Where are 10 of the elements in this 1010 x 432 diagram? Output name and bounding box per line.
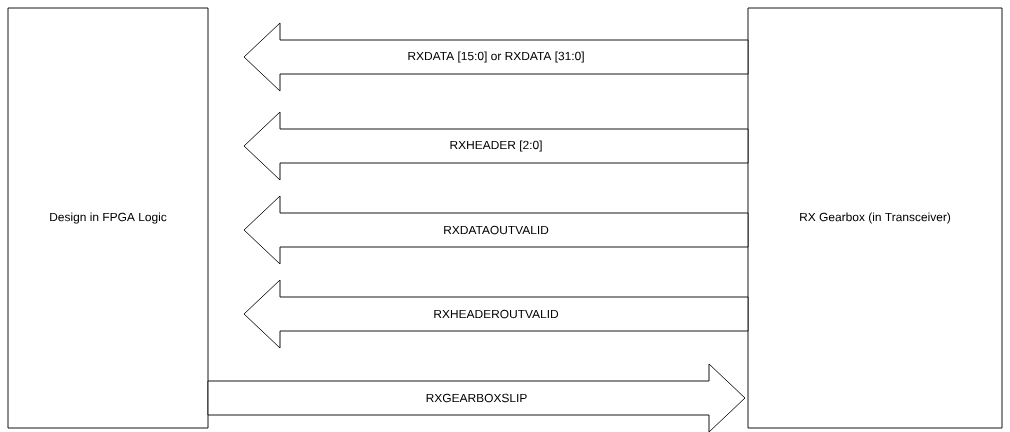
- edge-label: RXDATA [15:0] or RXDATA [31:0]: [406, 50, 586, 64]
- edge-label: RXHEADEROUTVALID: [432, 308, 560, 320]
- block-arrow: [243, 195, 749, 265]
- block-arrow: [243, 279, 749, 349]
- block-arrow: [207, 363, 746, 432]
- edge-label: RXGEARBOXSLIP: [424, 392, 529, 404]
- block-arrow: [243, 111, 749, 181]
- edge-label: RXHEADER [2:0]: [448, 139, 544, 153]
- edge-label: RXDATAOUTVALID: [442, 224, 550, 236]
- block-box: Design in FPGA Logic: [7, 7, 209, 429]
